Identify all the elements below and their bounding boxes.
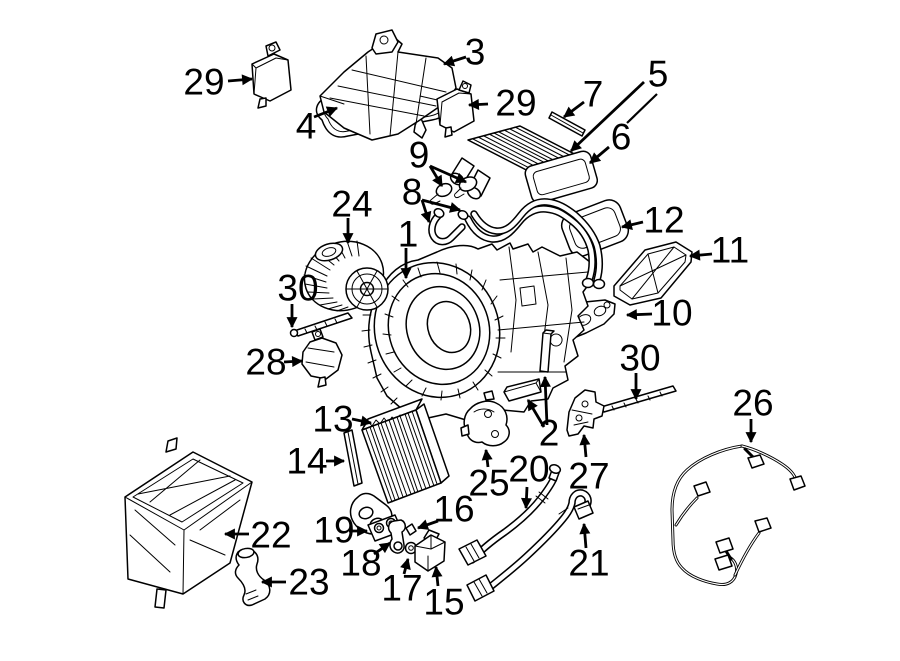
callout-label-4: 4 (296, 106, 317, 147)
part-main-housing (361, 242, 593, 428)
part-sensor-module (301, 328, 343, 388)
callout-label-8: 8 (402, 172, 423, 213)
callout-label-7: 7 (583, 74, 604, 115)
callout-arrow (589, 145, 610, 165)
callout-label-18: 18 (340, 543, 381, 584)
callout-arrow (421, 198, 462, 213)
callout-label-19: 19 (313, 510, 354, 551)
part-pin (405, 523, 417, 536)
callout-label-14: 14 (286, 441, 327, 482)
callout-label-15: 15 (423, 582, 464, 623)
callout-arrow (227, 74, 254, 86)
callout-arrow (429, 164, 468, 184)
callout-arrow (442, 55, 467, 67)
callout-arrow (481, 448, 493, 468)
callout-arrow (416, 519, 439, 530)
callout-label-22: 22 (250, 515, 291, 556)
callout-label-13: 13 (312, 399, 353, 440)
part-vent-grille (613, 241, 693, 306)
part-ac-hose-lower (466, 489, 594, 602)
callout-arrow (570, 80, 645, 153)
callout-arrow (467, 98, 489, 110)
part-vent-cover (319, 29, 457, 141)
callout-arrow (539, 375, 551, 426)
callout-arrow (563, 100, 585, 119)
callout-arrow (625, 309, 653, 321)
callout-arrow (351, 415, 373, 427)
callout-label-12: 12 (643, 200, 684, 241)
part-ac-hose-upper (458, 464, 562, 566)
callout-label-20: 20 (508, 449, 549, 490)
callout-label-25: 25 (468, 463, 509, 504)
callout-arrow (526, 399, 546, 428)
part-blower-motor (303, 240, 389, 312)
part-foam-strip-right (600, 385, 677, 413)
callout-leader-line (626, 93, 658, 124)
callout-label-11: 11 (711, 230, 749, 271)
callout-label-30: 30 (277, 268, 318, 309)
callout-label-5: 5 (648, 54, 669, 95)
callout-label-16: 16 (433, 489, 474, 530)
callout-label-6: 6 (611, 117, 632, 158)
part-actuator-bracket (566, 389, 605, 437)
callout-label-29: 29 (183, 62, 224, 103)
part-expansion-valve (414, 529, 446, 572)
callout-label-24: 24 (331, 184, 372, 225)
callout-label-26: 26 (732, 383, 773, 424)
part-clamp (387, 519, 406, 554)
callout-arrow (283, 356, 304, 368)
part-seal-strip-evaporator (343, 429, 363, 487)
callout-arrow (313, 106, 339, 119)
callout-label-1: 1 (398, 214, 419, 255)
callout-arrow (688, 249, 713, 261)
part-wiring-harness (670, 444, 806, 586)
callout-label-23: 23 (288, 562, 329, 603)
callout-label-28: 28 (245, 342, 286, 383)
callout-arrow (620, 219, 644, 231)
part-intake-box (124, 437, 253, 609)
part-actuator-round (460, 390, 510, 447)
part-heater-core-cap (524, 150, 599, 204)
part-seal-strip-top (548, 111, 586, 137)
callout-label-2: 2 (539, 413, 560, 454)
callout-label-17: 17 (381, 568, 422, 609)
callout-label-27: 27 (568, 456, 609, 497)
part-resistor-module-right (436, 80, 475, 138)
callout-label-3: 3 (465, 32, 486, 73)
callout-arrow (400, 557, 411, 575)
callout-label-29: 29 (495, 83, 536, 124)
part-resistor-module-left (251, 41, 292, 109)
callout-label-9: 9 (409, 135, 430, 176)
part-drain-hose (234, 547, 271, 607)
part-evaporator (349, 398, 450, 535)
callout-arrow (373, 541, 391, 556)
callout-label-10: 10 (651, 293, 692, 334)
callout-arrow (579, 433, 591, 458)
part-o-ring (404, 541, 418, 555)
part-foam-strip-left (289, 312, 353, 338)
callout-arrow (420, 199, 432, 224)
callout-arrow (579, 522, 591, 549)
part-heater-pipes (428, 198, 606, 290)
callout-arrow (431, 565, 443, 587)
callout-label-21: 21 (568, 543, 609, 584)
callout-arrow (520, 486, 532, 510)
callout-label-30: 30 (619, 338, 660, 379)
callout-arrow (428, 165, 444, 187)
